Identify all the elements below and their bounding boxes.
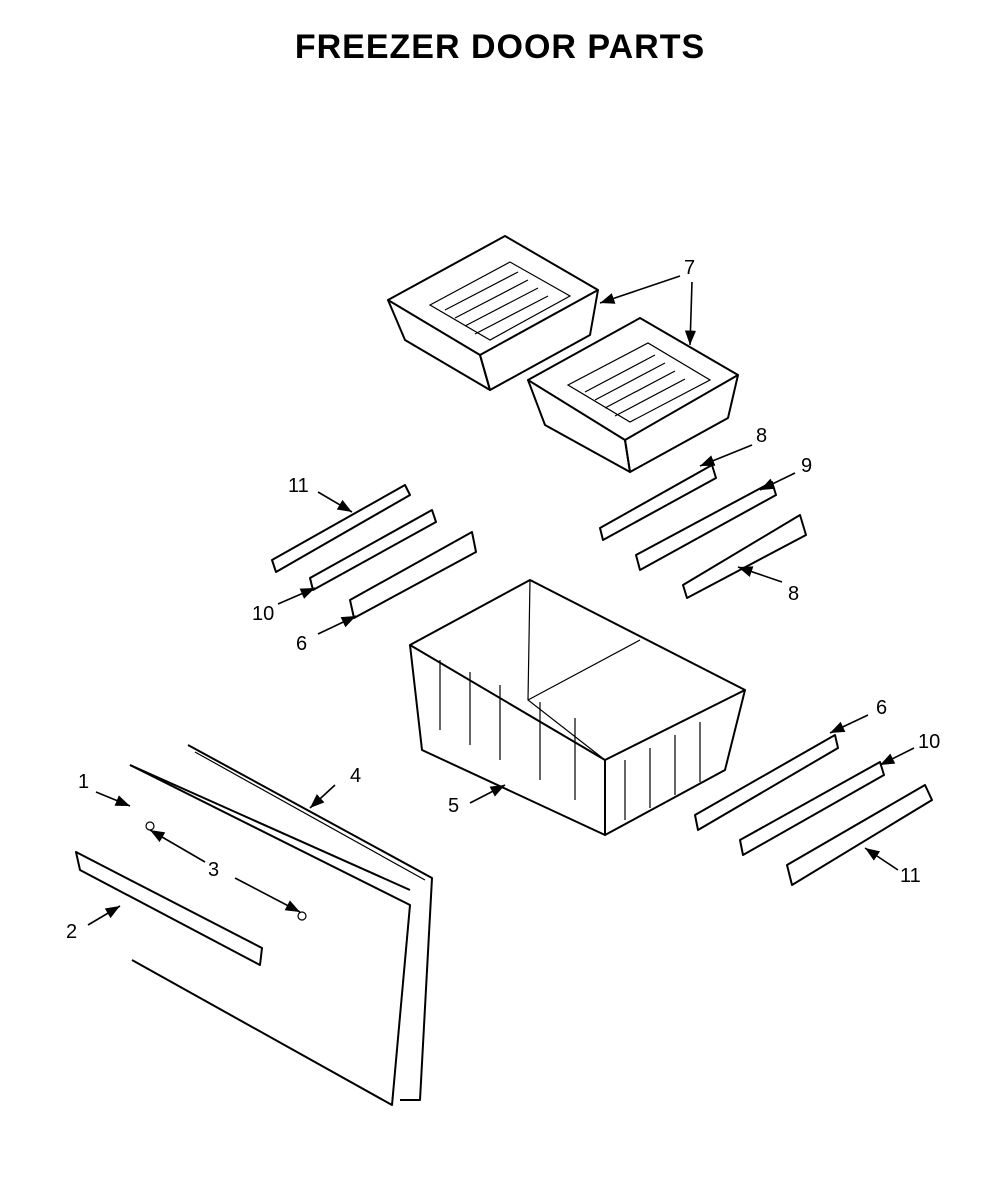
slide-rail-upper-right xyxy=(635,481,777,571)
leader-lines xyxy=(87,275,915,926)
upper-basket-left xyxy=(387,235,599,391)
slide-bracket-upper-right xyxy=(599,464,717,541)
callout-8-lower: 8 xyxy=(788,583,799,605)
callout-4: 4 xyxy=(350,765,361,787)
slide-cover-left xyxy=(271,484,411,573)
door-gasket xyxy=(187,744,433,1101)
diagram-title: FREEZER DOOR PARTS xyxy=(294,28,706,66)
callout-10-right: 10 xyxy=(918,731,940,753)
door-panel xyxy=(129,764,411,1106)
slide-bracket-lower xyxy=(694,734,839,831)
callout-8-upper: 8 xyxy=(756,425,767,447)
callout-7: 7 xyxy=(684,257,695,279)
screw-left xyxy=(145,821,155,831)
callout-9: 9 xyxy=(801,455,812,477)
slide-cover-lower xyxy=(786,784,933,886)
callout-10-left: 10 xyxy=(252,603,274,625)
slide-bracket-lower-right xyxy=(682,514,807,599)
callout-11-left: 11 xyxy=(288,475,309,497)
slide-rail-lower xyxy=(739,761,885,856)
slide-bracket-left xyxy=(349,531,477,619)
callout-1: 1 xyxy=(78,771,89,793)
slide-rail-left xyxy=(309,509,437,591)
callout-5: 5 xyxy=(448,795,459,817)
callout-6-left: 6 xyxy=(296,633,307,655)
callout-2: 2 xyxy=(66,921,77,943)
screw-right xyxy=(297,911,307,921)
door-handle xyxy=(75,851,263,966)
callout-6-right: 6 xyxy=(876,697,887,719)
upper-basket-right xyxy=(527,317,739,473)
main-basket xyxy=(409,579,746,836)
callout-3: 3 xyxy=(208,859,219,881)
callout-11-right: 11 xyxy=(900,865,921,887)
